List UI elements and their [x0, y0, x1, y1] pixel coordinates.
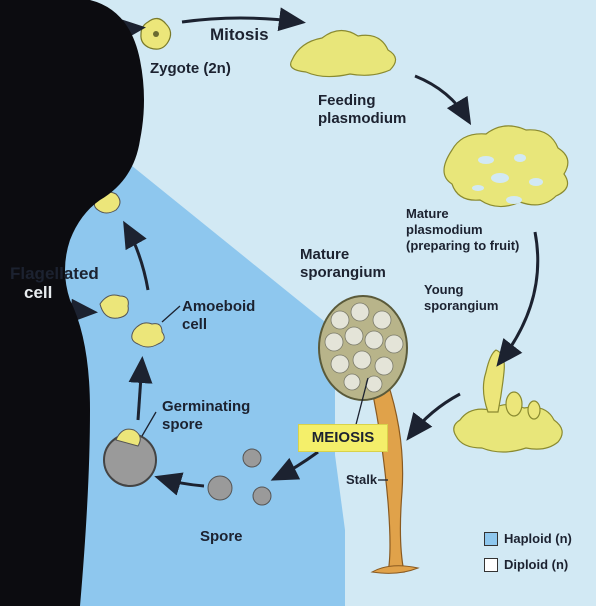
- young-sporangium-label-2: sporangium: [424, 298, 498, 313]
- feeding-plasmodium-label-2: plasmodium: [318, 110, 406, 127]
- flagellated-cell-label-1: Flagellated: [10, 264, 99, 283]
- young-sporangium-bud: [506, 392, 522, 416]
- stalk-label: Stalk: [346, 472, 377, 487]
- diploid-swatch: [484, 558, 498, 572]
- meiosis-badge: MEIOSIS: [298, 424, 388, 452]
- zygote-label: Zygote (2n): [150, 60, 231, 77]
- flagellated-cell-label-2: cell: [24, 283, 52, 302]
- young-sporangium-bud: [528, 401, 540, 419]
- mature-plasmodium: [444, 126, 568, 207]
- germinating-spore-label-2: spore: [162, 416, 203, 433]
- feeding-plasmodium-label-1: Feeding: [318, 92, 376, 109]
- amoeboid-cell-label-1: Amoeboid: [182, 298, 255, 315]
- germinating-spore-label-1: Germinating: [162, 398, 250, 415]
- mature-plasmodium-label-3: (preparing to fruit): [406, 238, 519, 253]
- legend-diploid-label: Diploid (n): [504, 557, 568, 572]
- young-sporangium-label-1: Young: [424, 282, 463, 297]
- mature-sporangium-label-2: sporangium: [300, 264, 386, 281]
- spore-label: Spore: [200, 528, 243, 545]
- mitosis-label: Mitosis: [210, 25, 269, 44]
- zygote-nucleus: [153, 31, 159, 37]
- mature-sporangium-label-1: Mature: [300, 246, 349, 263]
- mature-plasmodium-label-1: Mature: [406, 206, 449, 221]
- amoeboid-cell-label-2: cell: [182, 316, 207, 333]
- mature-plasmodium-label-2: plasmodium: [406, 222, 483, 237]
- amoeboid-cell: [132, 323, 165, 347]
- haploid-swatch: [484, 532, 498, 546]
- legend-haploid-label: Haploid (n): [504, 531, 572, 546]
